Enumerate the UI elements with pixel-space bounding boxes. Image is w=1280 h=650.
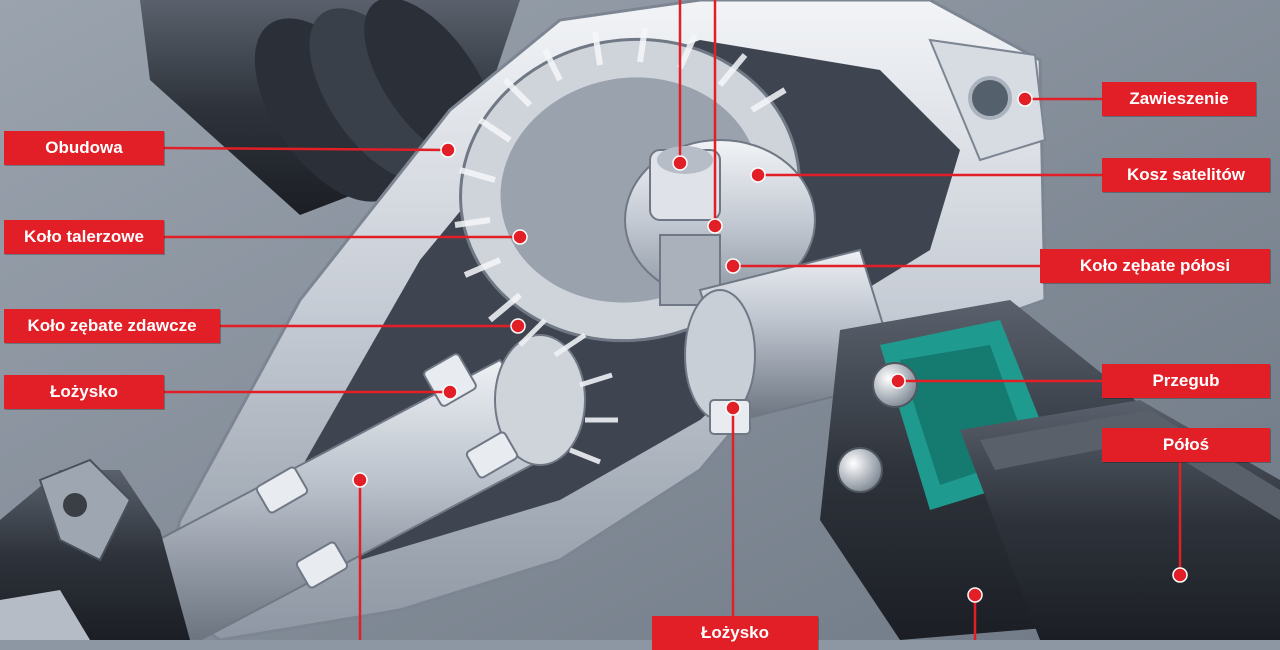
cv-ball-lower	[838, 448, 882, 492]
label-kolo-zebate-polosi: Koło zębate półosi	[1040, 249, 1270, 283]
dot-top-2	[708, 219, 722, 233]
dot-kolo-zdawcze	[511, 319, 525, 333]
dot-kolo-polosi	[726, 259, 740, 273]
dot-kosz	[751, 168, 765, 182]
label-zawieszenie: Zawieszenie	[1102, 82, 1256, 116]
dot-polos	[1173, 568, 1187, 582]
label-lozysko-bottom: Łożysko	[652, 616, 818, 650]
dot-top-1	[673, 156, 687, 170]
dot-boot	[968, 588, 982, 602]
dot-zawieszenie	[1018, 92, 1032, 106]
mount-hole	[970, 78, 1010, 118]
label-obudowa: Obudowa	[4, 131, 164, 165]
dot-lozysko-bottom	[726, 401, 740, 415]
label-kosz-satelitow: Kosz satelitów	[1102, 158, 1270, 192]
label-kolo-talerzowe: Koło talerzowe	[4, 220, 164, 254]
dot-kolo-talerzowe	[513, 230, 527, 244]
dot-shaft	[353, 473, 367, 487]
dot-przegub	[891, 374, 905, 388]
label-polos: Półoś	[1102, 428, 1270, 462]
label-lozysko-left: Łożysko	[4, 375, 164, 409]
label-przegub: Przegub	[1102, 364, 1270, 398]
dot-lozysko-left	[443, 385, 457, 399]
label-kolo-zebate-zdawcze: Koło zębate zdawcze	[4, 309, 220, 343]
dot-obudowa	[441, 143, 455, 157]
